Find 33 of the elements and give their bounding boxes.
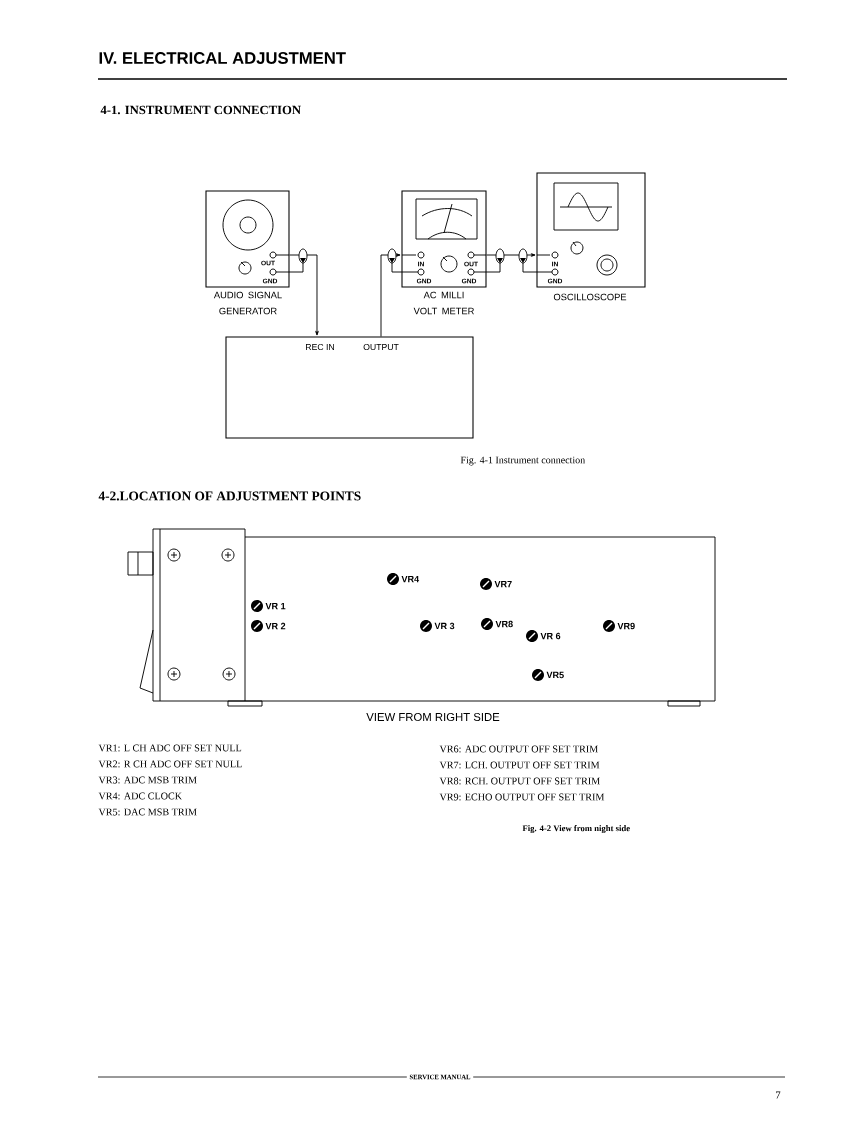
jack-label: REC IN [306,343,334,351]
description-line: VR7: LCH. OUTPUT OFF SET TRIM [439,761,600,769]
instrument-label: AUDIO SIGNAL GENERATOR [213,291,282,315]
page-number: 7 [776,1091,781,1099]
description-line: VR8: RCH. OUTPUT OFF SET TRIM [439,777,600,785]
cable [486,253,536,257]
figure-caption: Fig. 4-1 Instrument connection [460,456,586,466]
instrument-label: AC MILLI VOLT METER [413,291,474,315]
description-line: VR2: R CH ADC OFF SET NULL [98,760,242,768]
description-line: VR6: ADC OUTPUT OFF SET TRIM [439,745,598,753]
part-label: VR 3 [434,622,455,630]
cable [289,254,319,336]
description-line: VR3: ADC MSB TRIM [98,776,197,784]
description-line: VR5: DAC MSB TRIM [98,808,197,816]
figure-caption: Fig. 4-2 View from night side [522,825,630,833]
jack-label: OUTPUT [363,343,399,351]
part-label: VR4 [401,575,420,583]
part-label: VR 2 [265,622,286,630]
description-line: VR9: ECHO OUTPUT OFF SET TRIM [439,793,605,801]
part-label: VR9 [617,622,635,630]
part-label: VR5 [546,671,564,679]
section-heading: 4-2.LOCATION OF ADJUSTMENT POINTS [98,491,361,501]
part-label: VR 1 [265,602,286,610]
page-title: IV. ELECTRICAL ADJUSTMENT [99,52,346,64]
description-line: VR4: ADC CLOCK [98,792,182,800]
section-heading: 4-1. INSTRUMENT CONNECTION [100,105,301,115]
view-label: VIEW FROM RIGHT SIDE [366,713,500,721]
part-label: VR 6 [540,632,561,640]
part-label: VR8 [495,620,513,628]
cable [380,253,401,337]
description-line: VR1: L CH ADC OFF SET NULL [98,744,242,752]
part-label: VR7 [494,580,512,588]
instrument-label: OSCILLOSCOPE [553,293,627,301]
